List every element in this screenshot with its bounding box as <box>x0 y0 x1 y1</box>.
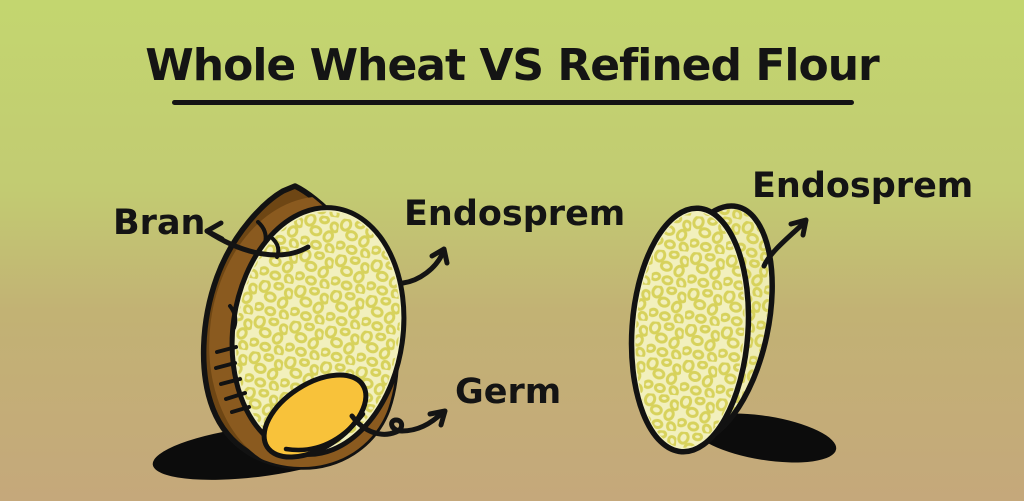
endosperm-arrow-right <box>761 217 809 269</box>
bran-arrow <box>204 220 311 258</box>
germ-section <box>261 372 369 460</box>
whole-wheat-grain-illustration <box>152 183 407 480</box>
bran-label: Bran <box>113 203 206 243</box>
page-title: Whole Wheat VS Refined Flour <box>145 40 879 91</box>
endosperm-label-right: Endosprem <box>752 166 974 206</box>
endosperm-label-left: Endosprem <box>404 194 626 234</box>
title-underline <box>172 100 854 105</box>
refined-flour-grain-illustration <box>628 203 837 463</box>
refined-grain-shadow <box>693 413 837 463</box>
germ-arrow <box>349 408 448 437</box>
endosperm-arrow-left <box>400 246 450 286</box>
bran-texture-marks <box>214 220 281 414</box>
germ-label: Germ <box>455 372 562 412</box>
refined-grain-face <box>628 205 752 455</box>
